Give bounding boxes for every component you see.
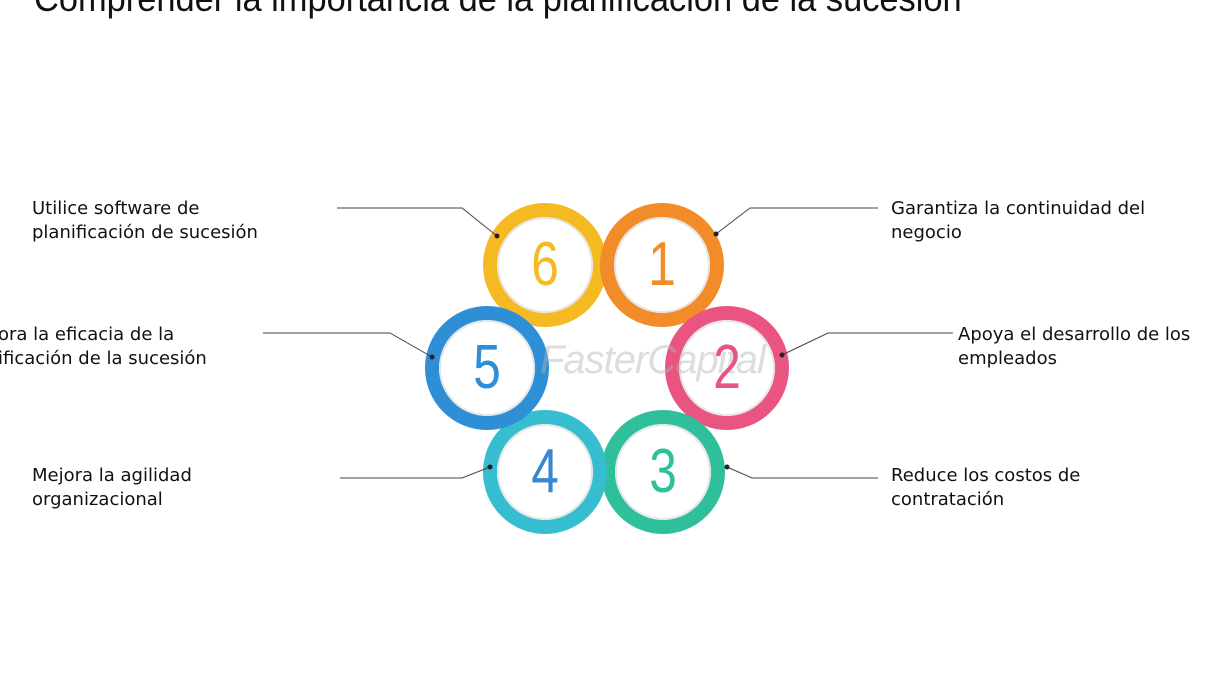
watermark-logo: FasterCapital [540,338,766,382]
label-4: Mejora la agilidad organizacional [32,464,192,512]
label-line: contratación [891,489,1005,510]
connector-6 [337,207,498,237]
step-number-5: 5 [473,333,501,402]
label-line: organizacional [32,489,163,510]
label-2: Apoya el desarrollo de los empleados [958,323,1190,371]
connector-3 [726,466,878,479]
label-line: Garantiza la continuidad del [891,198,1146,219]
connector-2 [781,332,953,356]
label-line: planificación de sucesión [32,222,258,243]
connector-1 [715,207,878,235]
label-6: Utilice software de planificación de suc… [32,197,258,245]
step-number-3: 3 [649,437,677,506]
label-line: ora la eficacia de la [0,324,175,345]
ring-3 [601,410,725,534]
label-3: Reduce los costos de contratación [891,464,1080,512]
ring-5 [425,306,549,430]
page-title: Comprender la importancia de la planific… [34,0,962,20]
label-line: negocio [891,222,962,243]
step-number-2: 2 [713,333,741,402]
label-line: Utilice software de [32,198,200,219]
label-line: empleados [958,348,1057,369]
label-1: Garantiza la continuidad del negocio [891,197,1145,245]
connector-5 [263,332,433,358]
label-line: Apoya el desarrollo de los [958,324,1191,345]
label-5: ora la eficacia de la ificación de la su… [0,323,207,371]
label-line: Reduce los costos de [891,465,1081,486]
label-line: Mejora la agilidad [32,465,192,486]
step-number-6: 6 [531,230,559,299]
ring-2 [665,306,789,430]
ring-4 [483,410,607,534]
connector-4 [340,466,491,479]
step-number-4: 4 [531,437,559,506]
ring-1 [600,203,724,327]
step-number-1: 1 [648,230,676,299]
label-line: ificación de la sucesión [0,348,207,369]
